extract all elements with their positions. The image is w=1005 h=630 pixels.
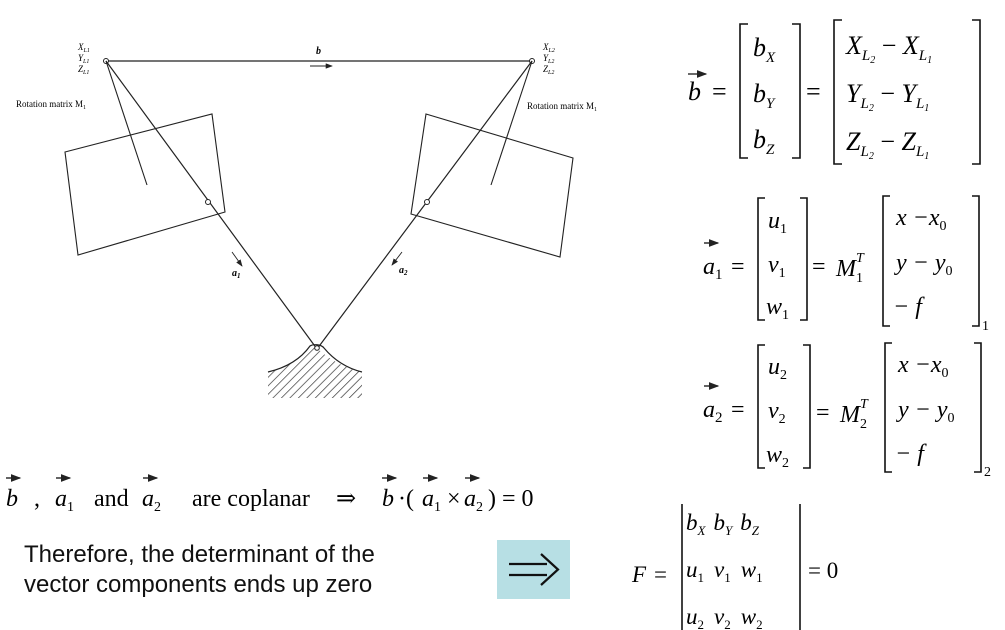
left-image-point — [205, 199, 211, 205]
conclusion-line-2: vector components ends up zero — [24, 571, 373, 598]
svg-text:=: = — [731, 397, 745, 423]
a2-comp-w: w2 — [766, 442, 789, 471]
a2-lhs: a2 — [703, 397, 723, 426]
svg-text:=: = — [731, 254, 745, 280]
left-principal-axis — [105, 60, 148, 186]
a2-img-y: y − y0 — [896, 397, 955, 426]
coplanar-a2: a2 — [142, 486, 161, 515]
a2-comp-v: v2 — [768, 398, 786, 427]
right-image-point — [424, 199, 430, 205]
a1-comp-w: w1 — [766, 294, 789, 323]
b-diff-bracket-left — [833, 19, 842, 165]
svg-text:b: b — [382, 486, 394, 512]
b-components-bracket-left — [739, 23, 748, 159]
ray1-label: a1 — [232, 268, 241, 280]
equation-b-vector: b = bX bY bZ = XL2 − XL1 YL2 − YL1 ZL2 −… — [688, 19, 981, 165]
svg-text:): ) — [488, 486, 496, 512]
a1-lhs: a1 — [703, 254, 723, 283]
ray1-arrow — [231, 251, 243, 267]
ground-surface — [267, 344, 363, 373]
conclusion-text: Therefore, the determinant of the vector… — [24, 540, 464, 600]
a1-comp-u: u1 — [768, 208, 787, 237]
ground-point — [314, 345, 320, 351]
svg-text:=: = — [806, 77, 821, 106]
svg-text:=: = — [654, 562, 667, 587]
right-camera-coords: XL2 YL2 ZL2 — [542, 42, 555, 76]
baseline-label: b — [316, 46, 321, 57]
left-ray — [105, 60, 318, 350]
b-comp-z: bZ — [753, 125, 775, 158]
svg-text:·(: ·( — [398, 486, 414, 512]
b-components-bracket-right — [792, 23, 801, 159]
a1-comp-v: v1 — [768, 252, 786, 281]
b-comp-x: bX — [753, 33, 776, 66]
svg-text:,: , — [34, 486, 40, 512]
implies-arrow-icon — [509, 553, 560, 586]
svg-text:=: = — [812, 254, 826, 280]
left-rotation-label: Rotation matrix M1 — [16, 99, 86, 111]
b-comp-y: bY — [753, 79, 776, 112]
svg-text:are coplanar: are coplanar — [192, 486, 310, 512]
svg-text:a1: a1 — [422, 486, 441, 515]
svg-text:ZL1: ZL1 — [78, 64, 89, 76]
a1-img-f: − f — [893, 294, 925, 320]
a1-img-y: y − y0 — [894, 250, 953, 279]
a2-img-x: x −x0 — [897, 352, 949, 381]
svg-text:=: = — [712, 77, 727, 106]
equation-a2-vector: a2 = u2 v2 w2 = M2T x −x0 y − y0 − f 2 — [703, 342, 991, 480]
svg-text:a2: a2 — [464, 486, 483, 515]
svg-text:XL1: XL1 — [77, 42, 90, 54]
coplanar-a1: a1 — [55, 486, 74, 515]
svg-text:= 0: = 0 — [502, 486, 534, 512]
svg-text:ZL2: ZL2 — [543, 64, 554, 76]
svg-text:YL2: YL2 — [543, 53, 554, 65]
stereo-diagram: b a1 a2 XL1 YL1 ZL1 Rotation matrix M1 — [16, 42, 597, 398]
a2-img-f: − f — [895, 441, 927, 467]
svg-text:and: and — [94, 486, 129, 512]
a1-img-x: x −x0 — [895, 205, 947, 234]
svg-text:XL2: XL2 — [542, 42, 555, 54]
svg-text:×: × — [447, 486, 461, 512]
det-rhs: = 0 — [808, 558, 838, 583]
coplanar-b: b — [6, 486, 18, 512]
right-ray — [316, 60, 533, 350]
coplanarity-statement: b , a1 and a2 are coplanar ⇒ b ·( a1 × a… — [6, 474, 534, 515]
left-camera-coords: XL1 YL1 ZL1 — [77, 42, 90, 76]
ground-terrain — [268, 346, 362, 398]
right-rotation-label: Rotation matrix M1 — [527, 101, 597, 113]
right-image-plane — [410, 113, 574, 258]
b-diff-x: XL2 − XL1 — [845, 31, 932, 66]
ray2-label: a2 — [399, 265, 408, 277]
a1-outer-sub: 1 — [982, 319, 989, 334]
conclusion-line-1: Therefore, the determinant of the — [24, 541, 375, 568]
a1-matrix: M1T — [835, 251, 865, 286]
right-principal-axis — [490, 60, 533, 186]
svg-text:YL1: YL1 — [78, 53, 89, 65]
svg-text:⇒: ⇒ — [336, 486, 356, 512]
a2-matrix: M2T — [839, 397, 869, 432]
b-diff-bracket-right — [972, 19, 981, 165]
a2-comp-u: u2 — [768, 354, 787, 383]
ray2-arrow — [391, 251, 403, 266]
equation-a1-vector: a1 = u1 v1 w1 = M1T x −x0 y − y0 − f 1 — [703, 195, 989, 334]
svg-text:=: = — [816, 400, 830, 426]
b-diff-z: ZL2 − ZL1 — [846, 127, 929, 162]
b-lhs: b — [688, 77, 701, 106]
b-diff-y: YL2 − YL1 — [846, 79, 929, 114]
a2-outer-sub: 2 — [984, 465, 991, 480]
det-lhs: F — [631, 562, 647, 587]
implies-arrow-box — [497, 540, 570, 599]
left-image-plane — [64, 113, 226, 256]
